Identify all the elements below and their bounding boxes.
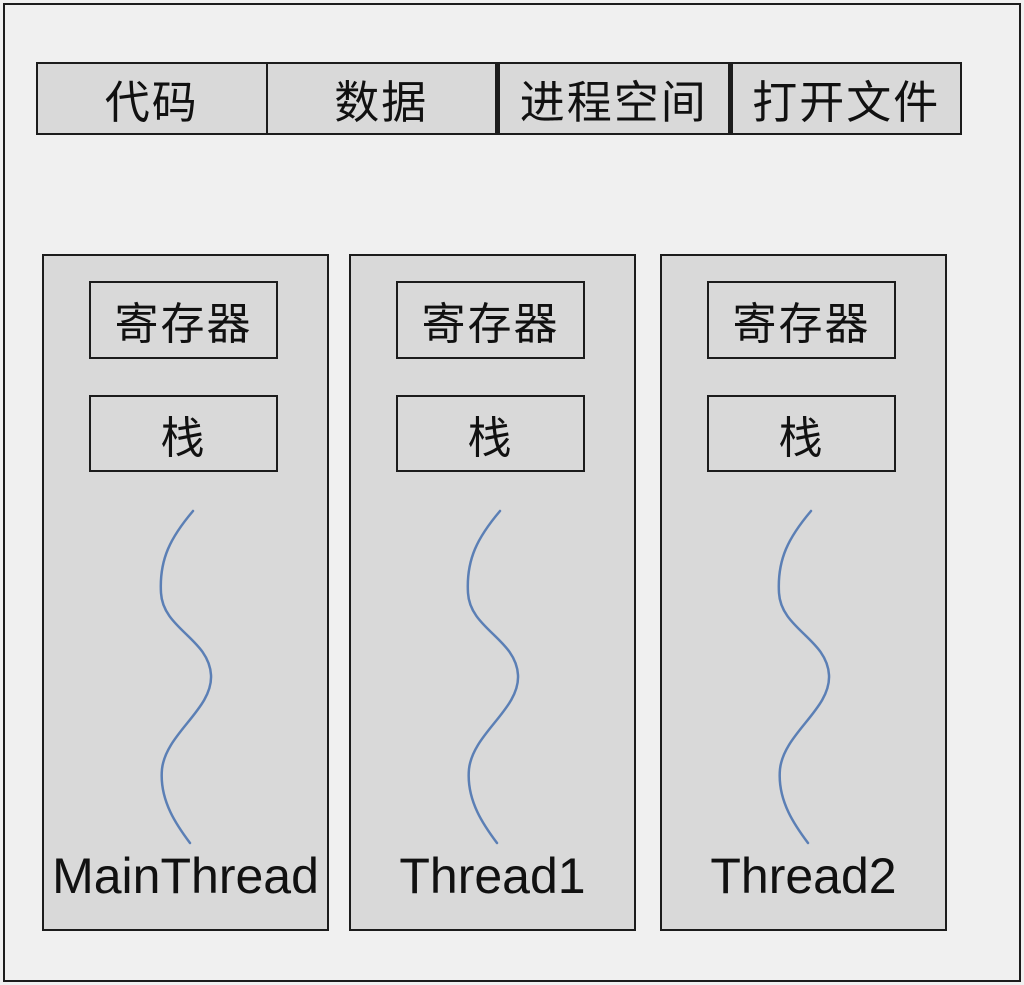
bar-cell-data: 数据 <box>265 64 495 133</box>
thread-name-label: Thread1 <box>399 848 586 904</box>
bar-cell-code: 代码 <box>38 64 266 133</box>
process-resources-bar: 代码 数据 进程空间 打开文件 <box>36 62 962 135</box>
thread-column-thread1: 寄存器 栈 Thread1 <box>349 254 636 931</box>
registers-box: 寄存器 <box>707 281 896 359</box>
thread-name-label: MainThread <box>52 848 319 904</box>
thread-column-thread2: 寄存器 栈 Thread2 <box>660 254 947 931</box>
bar-cell-process-space: 进程空间 <box>495 64 728 133</box>
execution-flow-wave-icon <box>159 509 212 845</box>
thread-name-label: Thread2 <box>710 848 897 904</box>
execution-flow-wave-icon <box>466 509 519 845</box>
stack-box: 栈 <box>396 395 585 472</box>
bar-cell-open-files: 打开文件 <box>727 64 960 133</box>
registers-box: 寄存器 <box>396 281 585 359</box>
stack-box: 栈 <box>707 395 896 472</box>
execution-flow-wave-icon <box>777 509 830 845</box>
stack-box: 栈 <box>89 395 278 472</box>
thread-column-mainthread: 寄存器 栈 MainThread <box>42 254 329 931</box>
registers-box: 寄存器 <box>89 281 278 359</box>
